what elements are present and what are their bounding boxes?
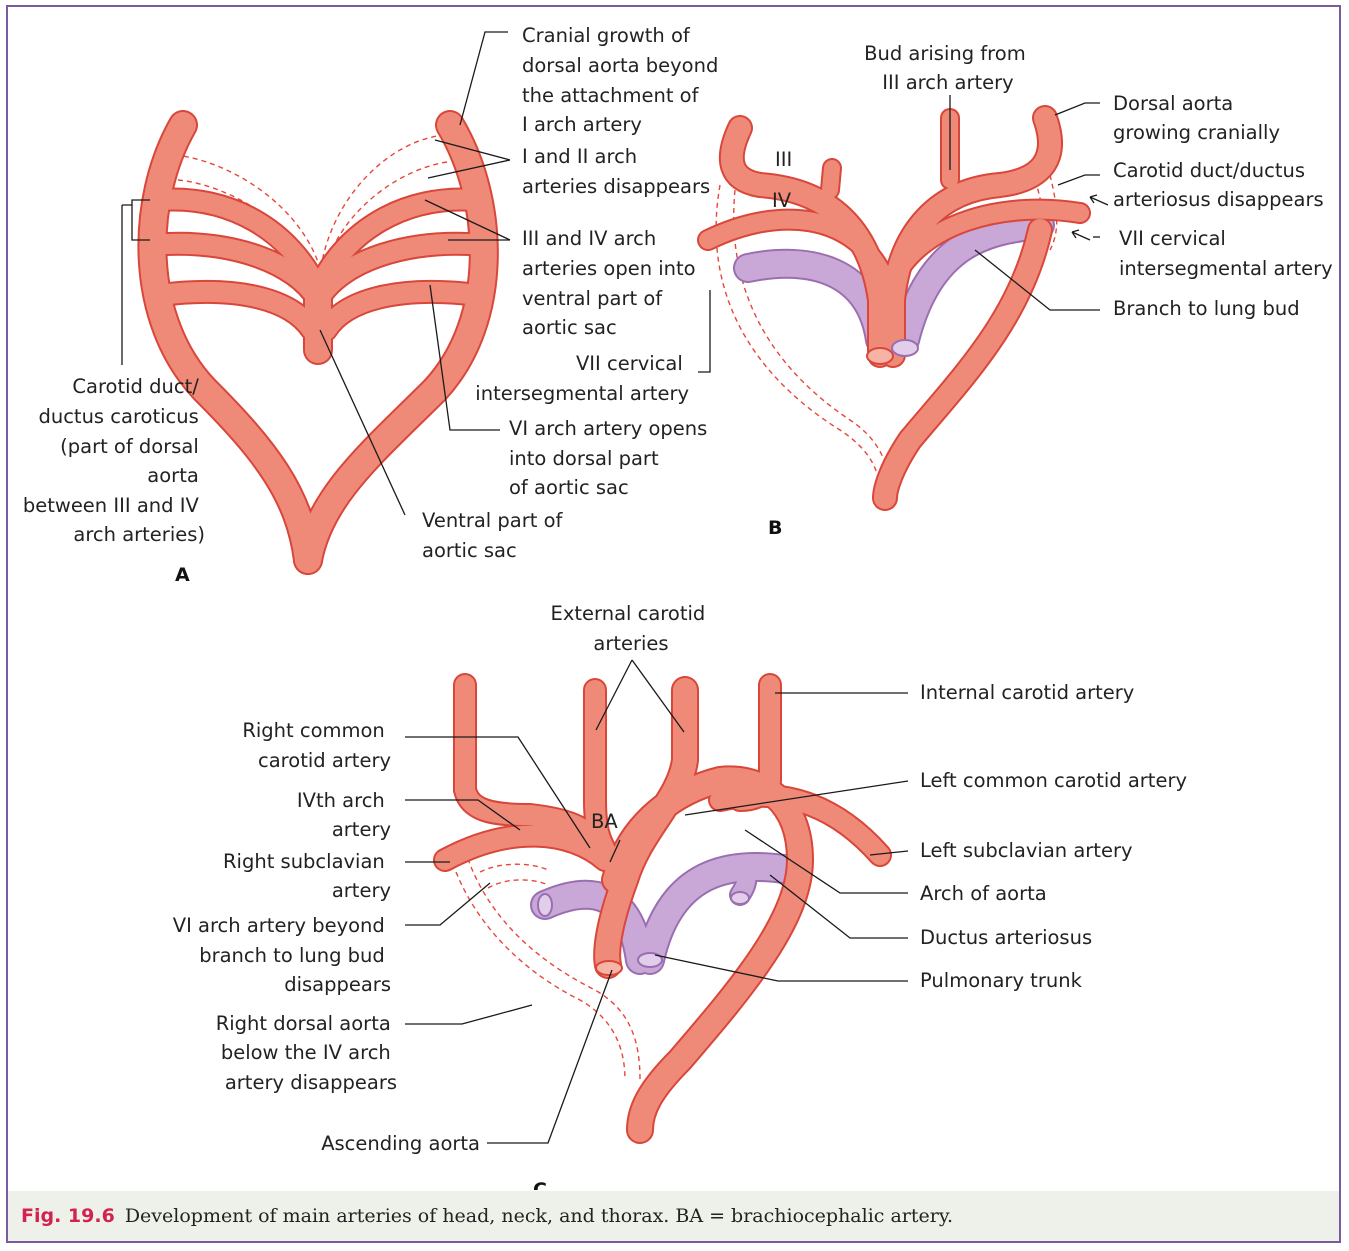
label-bud: Bud arising from III arch artery [864, 42, 1032, 94]
label-carotid-duct-b: Carotid duct/ductus arteriosus disappear… [1113, 159, 1324, 211]
label-right-subclavian: Right subclavian artery [223, 850, 391, 902]
label-dorsal-growing: Dorsal aorta growing cranially [1113, 92, 1280, 144]
label-internal-carotid: Internal carotid artery [920, 681, 1134, 704]
label-iii-iv-open: III and IV arch arteries open into ventr… [522, 227, 702, 339]
panel-letter-c: C [533, 1179, 547, 1190]
panel-c: External carotid arteries Internal carot… [173, 602, 1187, 1190]
label-branch-lung: Branch to lung bud [1113, 297, 1300, 320]
label-vii-left: VII cervical intersegmental artery [475, 352, 689, 405]
figure-caption: Fig. 19.6 Development of main arteries of… [8, 1191, 1339, 1241]
label-ascending: Ascending aorta [321, 1132, 480, 1155]
label-ductus: Ductus arteriosus [920, 926, 1092, 949]
label-right-common: Right common carotid artery [242, 719, 391, 772]
label-i-ii-disappears: I and II arch arteries disappears [522, 145, 710, 198]
arteries-b [708, 118, 1080, 498]
label-right-dorsal: Right dorsal aorta below the IV arch art… [216, 1012, 397, 1094]
label-vi-arch-opens: VI arch artery opens into dorsal part of… [509, 417, 714, 499]
label-ventral-part: Ventral part of aortic sac [422, 509, 569, 562]
label-arch-iii: III [775, 148, 792, 171]
caption-label: Fig. 19.6 [21, 1205, 115, 1227]
label-cranial-growth: Cranial growth of dorsal aorta beyond th… [522, 24, 725, 136]
label-left-subclavian: Left subclavian artery [920, 839, 1133, 862]
label-vi-beyond: VI arch artery beyond branch to lung bud… [173, 914, 391, 996]
panel-letter-a: A [175, 564, 190, 586]
label-ba: BA [591, 810, 618, 833]
panel-letter-b: B [768, 517, 782, 539]
artery-development-diagram: Cranial growth of dorsal aorta beyond th… [0, 0, 1349, 1190]
label-ivth-arch: IVth arch artery [297, 789, 391, 841]
label-pulmonary: Pulmonary trunk [920, 969, 1083, 992]
caption-text: Development of main arteries of head, ne… [125, 1205, 953, 1227]
label-carotid-duct-a: Carotid duct/ ductus caroticus (part of … [23, 375, 205, 546]
label-external-carotid: External carotid arteries [551, 602, 712, 655]
label-left-common: Left common carotid artery [920, 769, 1187, 792]
label-vii-right: VII cervical intersegmental artery [1119, 227, 1333, 280]
panel-a: Cranial growth of dorsal aorta beyond th… [23, 24, 725, 586]
label-arch-aorta: Arch of aorta [920, 882, 1047, 905]
label-arch-iv: IV [772, 189, 792, 212]
